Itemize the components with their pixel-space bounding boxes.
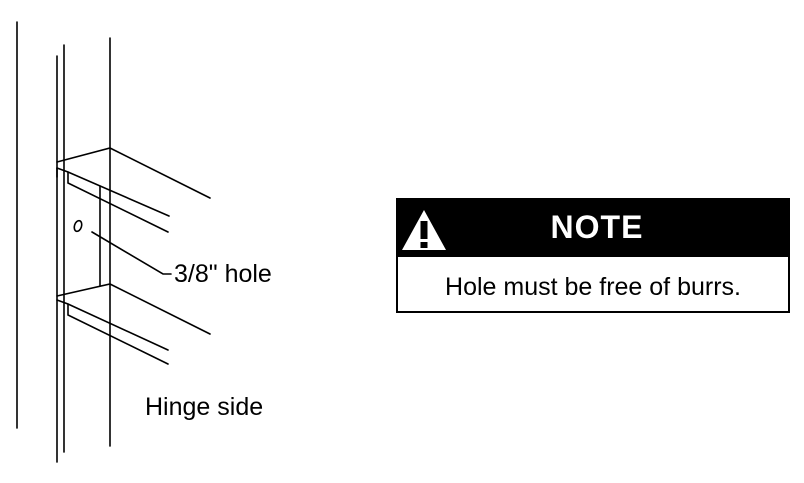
leader-line: [91, 231, 172, 275]
hole-size-label: 3/8" hole: [174, 260, 272, 288]
warning-icon: [402, 210, 446, 250]
note-text: Hole must be free of burrs.: [445, 273, 741, 301]
upper-bracket: [56, 147, 211, 199]
hole-mark: [73, 219, 83, 233]
note-header: NOTE: [398, 200, 788, 257]
note-title: NOTE: [550, 209, 644, 245]
note-box: NOTE Hole must be free of burrs.: [396, 198, 790, 313]
hinge-side-label: Hinge side: [145, 393, 264, 421]
lower-bracket: [56, 283, 211, 335]
